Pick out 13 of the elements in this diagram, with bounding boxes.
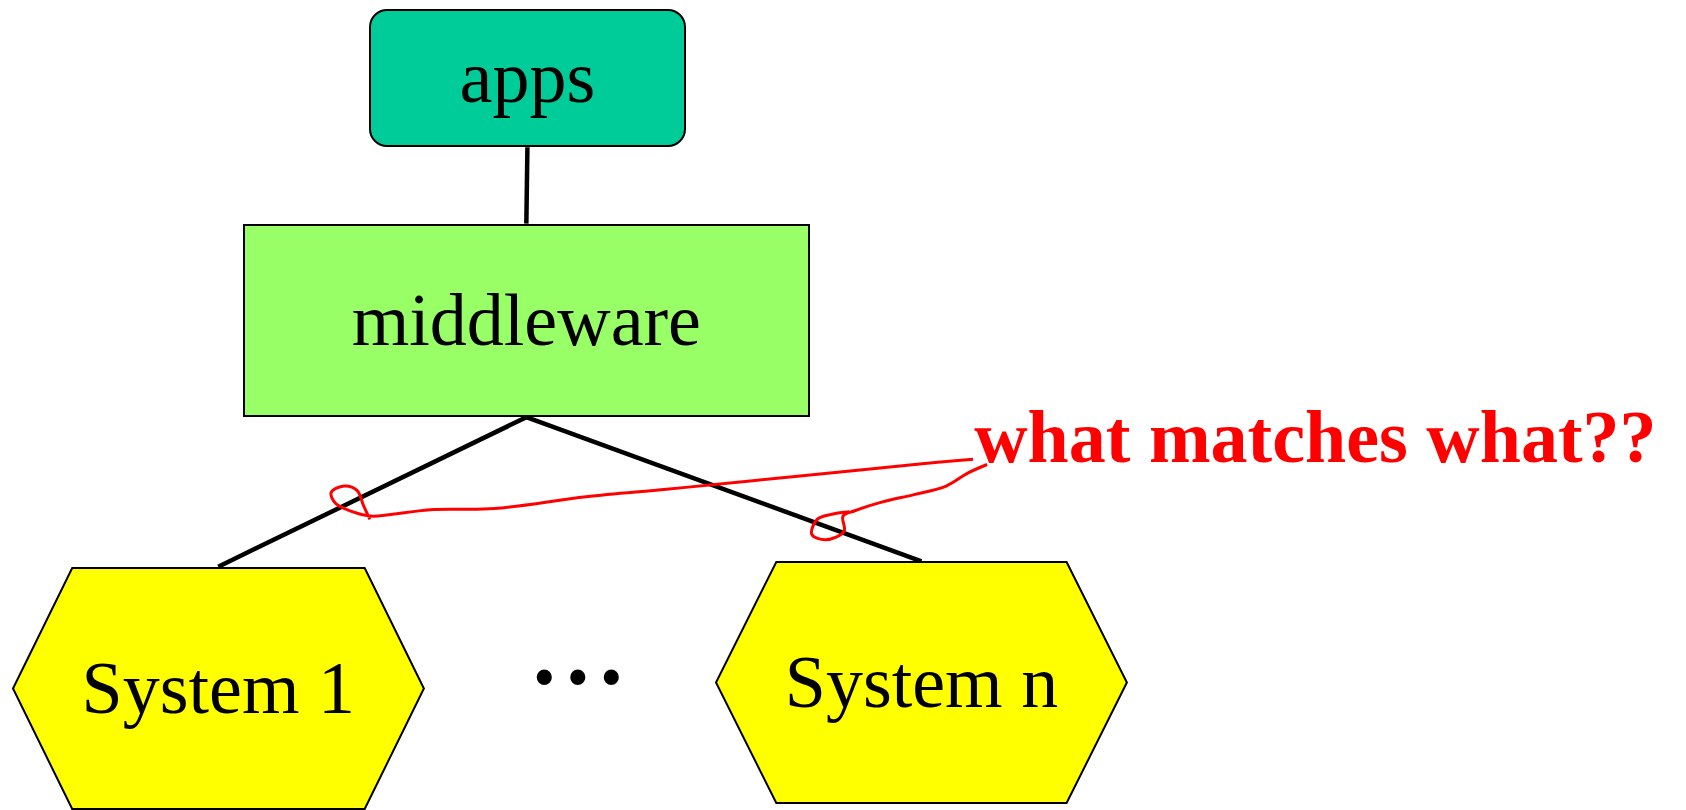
connector-line (524, 147, 530, 224)
leader-line (329, 457, 974, 521)
connector-line (525, 415, 923, 564)
node-label: apps (459, 35, 596, 121)
process-box (243, 223, 810, 418)
node-label: System n (784, 640, 1059, 726)
node-label: middleware (351, 277, 701, 363)
annotation-text: what matches what?? (974, 395, 1657, 481)
ellipsis-text: • • • (534, 645, 622, 710)
connector-line (217, 415, 528, 569)
leader-line (809, 463, 988, 542)
process-box (368, 8, 686, 148)
node-label: System 1 (81, 645, 355, 731)
